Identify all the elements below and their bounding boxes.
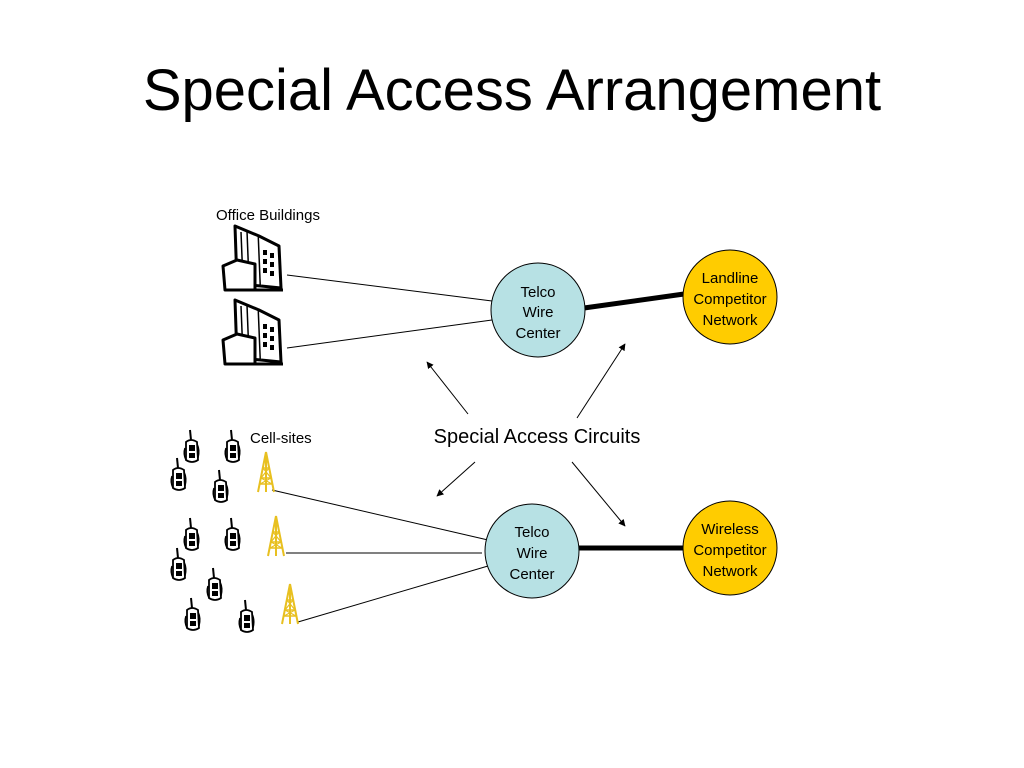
cell-tower-icon [267,515,285,557]
node-landline-line1: Landline [702,270,759,287]
label-cell-sites: Cell-sites [250,430,312,447]
cell-phone-icon [184,597,201,631]
link-tower1-telco-bottom [271,489,489,541]
arrow-icon [426,361,469,415]
node-telco-top-line1: Telco [520,284,555,301]
cell-phone-icon [170,547,187,581]
cell-phone-icon [212,469,229,503]
node-wireless-competitor-network: Wireless Competitor Network [682,500,778,596]
cell-tower-icon [257,451,275,493]
link-building2-telco-top [286,319,493,349]
node-telco-bottom-line2: Wire [517,545,548,562]
node-landline-competitor-network: Landline Competitor Network [682,249,778,345]
node-telco-wire-center-bottom: Telco Wire Center [484,503,580,599]
cell-tower-icon [281,583,299,625]
cell-phone-icon [224,429,241,463]
office-building-icon [221,224,285,292]
cell-phone-cluster [170,429,255,633]
node-telco-bottom-line1: Telco [514,524,549,541]
node-telco-bottom-line3: Center [509,566,554,583]
link-telco-top-landline [583,291,685,311]
arrow-icon [576,343,626,419]
node-wireless-line3: Network [702,563,758,580]
cell-phone-icon [183,517,200,551]
arrow-icon [436,461,476,497]
link-tower3-telco-bottom [297,565,489,623]
node-wireless-line1: Wireless [701,521,759,538]
arrow-icon [571,461,626,527]
node-landline-line2: Competitor [693,291,766,308]
cell-phone-icon [238,599,255,633]
cell-phone-icon [170,457,187,491]
label-special-access-circuits: Special Access Circuits [434,426,641,448]
link-building1-telco-top [286,274,493,302]
slide-title: Special Access Arrangement [142,58,882,123]
cell-phone-icon [224,517,241,551]
cell-phone-icon [206,567,223,601]
node-telco-top-line3: Center [515,325,560,342]
node-wireless-line2: Competitor [693,542,766,559]
node-telco-wire-center-top: Telco Wire Center [490,262,586,358]
cell-phone-icon [183,429,200,463]
office-building-icon [221,298,285,366]
node-telco-top-line2: Wire [523,304,554,321]
label-office-buildings: Office Buildings [216,207,320,224]
node-landline-line3: Network [702,312,758,329]
